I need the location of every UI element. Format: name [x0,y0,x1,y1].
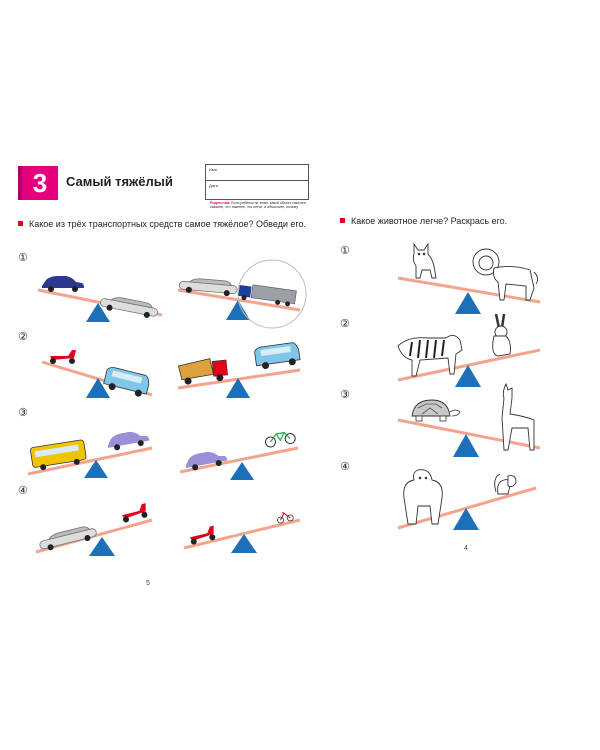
scooter-icon[interactable] [50,350,76,364]
date-field[interactable]: Дата [206,181,308,198]
gorilla-icon[interactable] [403,469,443,525]
seesaw-3b [179,431,299,480]
bus-icon[interactable] [30,439,87,472]
right-item-number-4: ④ [340,461,350,473]
lion-icon[interactable] [472,248,539,301]
limousine-icon[interactable] [98,293,160,321]
page-title: Самый тяжёлый [66,174,173,189]
turtle-icon[interactable] [411,399,461,422]
scooter-icon[interactable] [188,525,216,545]
date-label: Дата [209,183,218,188]
seesaw-3a [27,428,153,478]
seesaw-animals-1 [397,242,541,314]
fulcrum-triangle [86,303,110,322]
right-item-number-3: ③ [340,389,350,401]
left-page-number: 5 [146,580,150,587]
van-icon[interactable] [103,366,151,398]
right-item-number-1: ① [340,245,350,257]
seesaw-animals-2 [397,313,541,387]
seesaw-4a [35,503,153,556]
seesaw-4b [183,510,301,553]
car-icon[interactable] [184,448,229,472]
left-item-number-3: ③ [18,407,28,419]
left-item-number-4: ④ [18,485,28,497]
seesaw-animals-4 [397,469,537,530]
bicycle-icon[interactable] [264,431,296,448]
wolf-icon[interactable] [412,242,437,279]
tiger-icon[interactable] [397,335,463,377]
parent-note: Родителям: Если ребёнок не знает, какой … [210,201,310,210]
left-question: Какое из трёх транспортных средств самое… [18,219,306,229]
truck-icon[interactable] [238,283,297,307]
parent-note-text: Если ребёнок не знает, какой объект тяже… [210,201,307,210]
name-label: Имя [209,167,217,172]
right-question-text: Какое животное легче? Раскрась его. [351,216,508,226]
left-item-number-2: ② [18,331,28,343]
seesaw-2a [41,350,153,398]
right-item-number-2: ② [340,318,350,330]
dump-truck-icon[interactable] [177,357,228,385]
parent-note-label: Родителям: [210,201,231,205]
rabbit-icon[interactable] [492,313,511,357]
seesaw-1b [177,259,307,329]
llama-icon[interactable] [501,382,535,451]
zoom-circle [237,259,307,329]
left-item-number-1: ① [18,252,28,264]
tricycle-icon[interactable] [276,510,294,524]
left-question-text: Какое из трёх транспортных средств самое… [29,219,307,229]
seesaw-2b [177,342,301,398]
scooter-icon[interactable] [120,503,149,523]
right-page-number: 4 [464,545,468,552]
name-date-box: Имя Дата [205,164,309,200]
name-field[interactable]: Имя [206,165,308,181]
van-icon[interactable] [254,342,301,370]
seesaw-animals-3 [397,382,541,457]
limousine-icon[interactable] [37,523,99,554]
chapter-number-badge: 3 [22,166,58,200]
right-question: Какое животное легче? Раскрась его. [340,216,507,226]
seesaw-1a [37,276,163,322]
car-icon[interactable] [42,276,84,292]
squirrel-icon[interactable] [494,473,517,495]
